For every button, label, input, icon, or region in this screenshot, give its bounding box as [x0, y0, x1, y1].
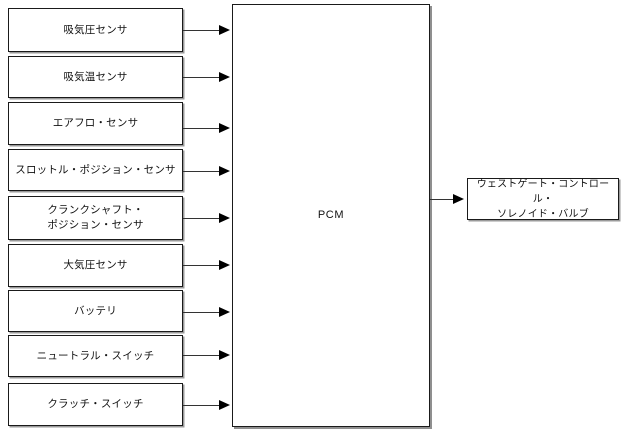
output-label: ウェストゲート・コントロール・ ソレノイド・バルブ: [476, 178, 610, 220]
connector-battery-to-pcm: [183, 312, 221, 313]
connector-pcm-to-wastegate-control-solenoid-valve: [430, 199, 455, 200]
connector-clutch-switch-to-pcm: [183, 405, 221, 406]
input-box-intake-air-pressure-sensor[interactable]: 吸気圧センサ: [8, 8, 183, 52]
arrowhead-crankshaft-position-sensor: [219, 212, 230, 223]
arrowhead-throttle-position-sensor: [219, 165, 230, 176]
input-box-clutch-switch[interactable]: クラッチ・スイッチ: [8, 383, 183, 426]
input-box-barometric-pressure-sensor[interactable]: 大気圧センサ: [8, 244, 183, 287]
arrowhead-intake-air-pressure-sensor: [219, 24, 230, 35]
arrowhead-neutral-switch: [219, 349, 230, 360]
arrowhead-battery: [219, 306, 230, 317]
connector-air-flow-sensor-to-pcm: [183, 128, 221, 129]
input-box-air-flow-sensor[interactable]: エアフロ・センサ: [8, 102, 183, 145]
output-box-wastegate-control-solenoid-valve[interactable]: ウェストゲート・コントロール・ ソレノイド・バルブ: [467, 178, 619, 220]
arrowhead-air-flow-sensor: [219, 122, 230, 133]
input-box-crankshaft-position-sensor[interactable]: クランクシャフト・ ポジション・センサ: [8, 196, 183, 240]
arrowhead-intake-air-temperature-sensor: [219, 71, 230, 82]
connector-throttle-position-sensor-to-pcm: [183, 171, 221, 172]
input-box-intake-air-temperature-sensor[interactable]: 吸気温センサ: [8, 56, 183, 98]
input-label: ニュートラル・スイッチ: [36, 349, 155, 362]
pcm-label: PCM: [317, 209, 345, 221]
connector-intake-air-temperature-sensor-to-pcm: [183, 77, 221, 78]
connector-crankshaft-position-sensor-to-pcm: [183, 218, 221, 219]
input-label: バッテリ: [74, 304, 117, 317]
arrowhead-clutch-switch: [219, 399, 230, 410]
input-label: 大気圧センサ: [63, 259, 128, 271]
input-label: エアフロ・センサ: [52, 117, 139, 129]
connector-neutral-switch-to-pcm: [183, 355, 221, 356]
input-box-throttle-position-sensor[interactable]: スロットル・ポジション・センサ: [8, 149, 183, 191]
pcm-box[interactable]: PCM: [232, 4, 430, 427]
input-label: クラッチ・スイッチ: [47, 398, 144, 410]
input-label: クランクシャフト・ ポジション・センサ: [47, 204, 144, 231]
input-label: 吸気圧センサ: [63, 23, 128, 36]
input-label: スロットル・ポジション・センサ: [15, 163, 176, 176]
arrowhead-wastegate-control-solenoid-valve: [453, 193, 464, 204]
connector-intake-air-pressure-sensor-to-pcm: [183, 30, 221, 31]
input-label: 吸気温センサ: [63, 70, 128, 83]
connector-barometric-pressure-sensor-to-pcm: [183, 265, 221, 266]
input-box-neutral-switch[interactable]: ニュートラル・スイッチ: [8, 335, 183, 377]
input-box-battery[interactable]: バッテリ: [8, 290, 183, 332]
arrowhead-barometric-pressure-sensor: [219, 259, 230, 270]
